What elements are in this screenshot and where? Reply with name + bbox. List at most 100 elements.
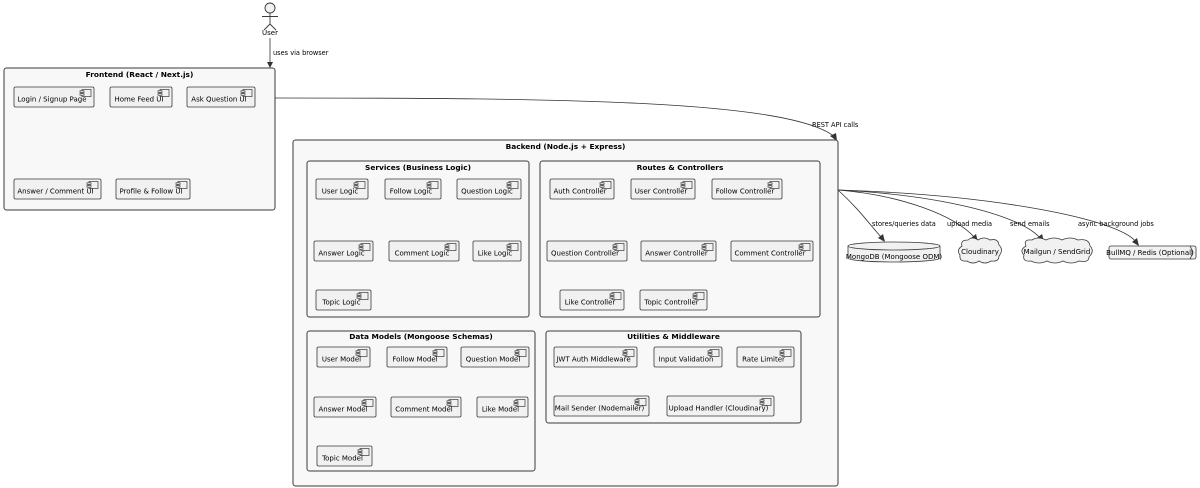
edge-label-frontend-backend: REST API calls (812, 121, 859, 129)
edge-label-backend-mailgun: send emails (1010, 220, 1050, 228)
component-box: Answer Controller (640, 240, 717, 262)
component-box: Topic Controller (639, 289, 708, 311)
component-box: Answer / Comment UI (13, 178, 102, 200)
routes-title: Routes & Controllers (637, 163, 724, 172)
component-label: Answer / Comment UI (17, 188, 93, 196)
database-body (847, 246, 941, 263)
cloud-shape (958, 237, 1002, 264)
component-box: Answer Logic (313, 240, 374, 262)
component-frame (313, 396, 377, 418)
component-box: Comment Controller (730, 240, 814, 262)
component-label: Answer Model (318, 406, 367, 414)
bullmq-label: BullMQ / Redis (Optional) (1106, 249, 1194, 257)
routes-frame (539, 160, 821, 318)
edge-backend-mongodb (837, 189, 883, 239)
component-label: JWT Auth Middleware (555, 356, 630, 364)
component-label: Topic Model (321, 455, 363, 463)
cloudinary-label: Cloudinary (961, 248, 999, 256)
component-label: User Controller (635, 188, 688, 196)
backend-package: Backend (Node.js + Express) Services (Bu… (292, 139, 839, 487)
queue-end (1189, 245, 1193, 260)
component-frame (115, 178, 191, 200)
component-box: Profile & Follow UI (115, 178, 191, 200)
utilities-package: Utilities & Middleware JWT Auth Middlewa… (545, 330, 802, 424)
component-frame (388, 240, 460, 262)
component-label: Ask Question UI (191, 96, 246, 104)
component-label: Comment Controller (735, 250, 806, 258)
component-frame (653, 346, 723, 368)
component-label: Comment Model (395, 406, 453, 414)
component-frame (13, 86, 95, 108)
component-frame (186, 86, 256, 108)
component-label: Answer Controller (645, 250, 708, 258)
component-box: Question Controller (546, 240, 628, 262)
edge-arrowhead (830, 133, 837, 141)
utilities-title: Utilities & Middleware (627, 332, 720, 341)
edge-label-backend-mongodb: stores/queries data (872, 220, 936, 228)
component-box: User Logic (315, 178, 369, 200)
component-label: Like Model (482, 406, 519, 414)
edge-backend-cloudinary (837, 189, 976, 239)
component-frame (553, 395, 650, 417)
component-box: Login / Signup Page (13, 86, 95, 108)
component-frame (549, 178, 615, 200)
services-title: Services (Business Logic) (365, 163, 471, 172)
edge-label-user-frontend: uses via browser (273, 49, 329, 57)
actor-label: User (262, 29, 278, 37)
component-box: Upload Handler (Cloudinary) (666, 395, 775, 417)
mongodb-label: MongoDB (Mongoose ODM) (846, 253, 943, 261)
component-box: Question Model (460, 346, 530, 368)
queue-box (1108, 245, 1197, 260)
component-label: Topic Controller (643, 299, 698, 307)
component-label: Mail Sender (Nodemailer) (555, 405, 645, 413)
models-package: Data Models (Mongoose Schemas) User Mode… (306, 330, 536, 472)
component-box: Input Validation (653, 346, 723, 368)
component-box: User Controller (630, 178, 696, 200)
edge-arrowhead (267, 62, 273, 68)
component-box: Comment Logic (388, 240, 460, 262)
component-frame (456, 178, 522, 200)
component-box: JWT Auth Middleware (553, 346, 638, 368)
bullmq-queue: BullMQ / Redis (Optional) (1106, 245, 1197, 260)
cloud-shape (1021, 237, 1093, 264)
component-label: User Model (322, 356, 361, 364)
component-label: Answer Logic (318, 250, 364, 258)
component-label: Follow Logic (390, 188, 433, 196)
component-frame (630, 178, 696, 200)
component-frame (546, 240, 628, 262)
component-frame (460, 346, 530, 368)
edge-frontend-backend (274, 97, 836, 138)
component-box: Like Logic (472, 240, 522, 262)
component-label: Upload Handler (Cloudinary) (669, 405, 769, 413)
component-frame (730, 240, 814, 262)
component-label: Profile & Follow UI (119, 188, 182, 196)
component-box: Follow Controller (711, 178, 783, 200)
component-box: Rate Limiter (736, 346, 795, 368)
frontend-title: Frontend (React / Next.js) (86, 70, 194, 79)
edge-backend-bullmq (837, 189, 1137, 243)
component-box: User Model (316, 346, 371, 368)
component-label: Rate Limiter (742, 356, 785, 364)
component-label: Home Feed UI (114, 96, 163, 104)
component-label: Like Controller (565, 299, 616, 307)
database-top (847, 241, 941, 251)
frontend-package: Frontend (React / Next.js) Login / Signu… (3, 67, 276, 211)
mailgun-cloud: Mailgun / SendGrid (1021, 237, 1093, 264)
cloudinary-cloud: Cloudinary (958, 237, 1002, 264)
backend-title: Backend (Node.js + Express) (506, 142, 626, 151)
edge-arrowhead (878, 234, 885, 242)
component-frame (559, 289, 625, 311)
component-label: Topic Logic (321, 299, 360, 307)
services-package: Services (Business Logic) User Logic Foll… (306, 160, 530, 318)
mailgun-label: Mailgun / SendGrid (1024, 248, 1091, 256)
component-label: Comment Logic (395, 250, 450, 258)
services-frame (306, 160, 530, 318)
component-frame (390, 396, 462, 418)
component-label: Input Validation (659, 356, 714, 364)
edge-label-backend-bullmq: async background jobs (1078, 220, 1154, 228)
component-frame (639, 289, 708, 311)
